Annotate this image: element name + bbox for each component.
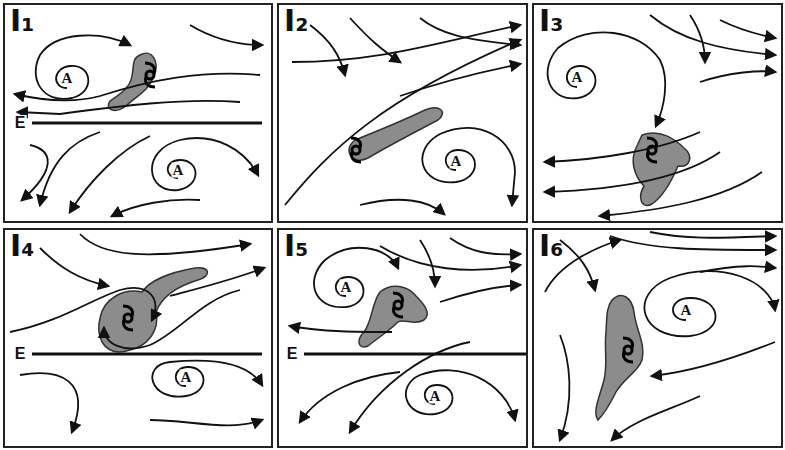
diagram-panel: I₃ <box>532 3 783 223</box>
panel-label: I₅ <box>284 231 308 261</box>
anticyclone-label: A <box>340 280 353 295</box>
anticyclone-label: A <box>172 163 185 178</box>
panel-label: I₃ <box>539 6 563 36</box>
anticyclone-label: A <box>571 70 584 85</box>
diagram-panel: I₆ <box>532 228 783 448</box>
anticyclone-label: A <box>180 370 193 385</box>
equator-label: E <box>14 346 27 362</box>
equator-label: E <box>14 115 27 131</box>
diagram-panel: I₅ <box>277 228 528 448</box>
panel-label: I₁ <box>10 6 34 36</box>
panel-label: I₂ <box>284 6 308 36</box>
panel-label: I₆ <box>539 231 563 261</box>
anticyclone-label: A <box>429 389 442 404</box>
diagram-panel: I₄ <box>3 228 273 448</box>
anticyclone-label: A <box>680 303 693 318</box>
diagram-panel: I₂ <box>277 3 528 223</box>
panel-label: I₄ <box>10 231 34 261</box>
equator-label: E <box>286 346 299 362</box>
equator-lines <box>32 123 527 354</box>
anticyclone-label: A <box>450 154 463 169</box>
cloud-patches <box>99 53 690 420</box>
anticyclone-label: A <box>61 71 74 86</box>
diagram-panel: I₁ <box>3 3 273 223</box>
